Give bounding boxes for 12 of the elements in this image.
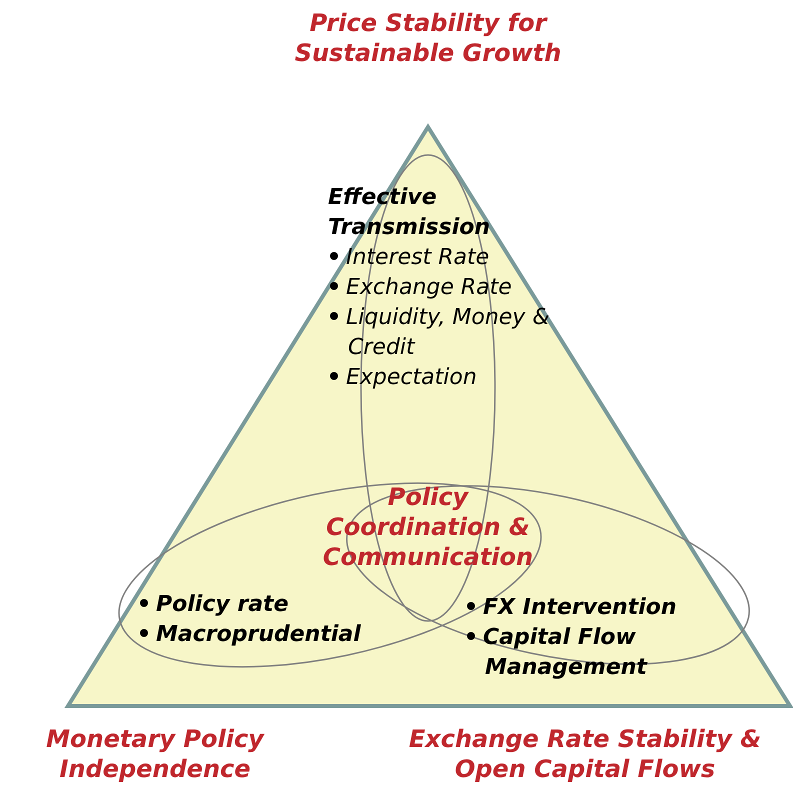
bullet-item: Liquidity, Money & Credit: [346, 305, 550, 360]
goal-heading: Exchange Rate Stability & Open Capital Flows: [408, 724, 762, 784]
bullet-item: Macroprudential: [156, 622, 361, 647]
goal-heading: Price Stability for Sustainable Growth: [294, 8, 562, 68]
bullet-item: Expectation: [346, 365, 477, 390]
goal-heading: Monetary Policy Independence: [45, 724, 266, 784]
section-heading: Effective Transmission: [328, 184, 492, 242]
bullet-item: Policy rate: [156, 592, 288, 617]
bullet-item: Exchange Rate: [346, 275, 512, 300]
bullet-item: Capital Flow Management: [483, 625, 647, 680]
bullet-item: Interest Rate: [346, 245, 490, 270]
bullet-item: FX Intervention: [483, 595, 677, 620]
